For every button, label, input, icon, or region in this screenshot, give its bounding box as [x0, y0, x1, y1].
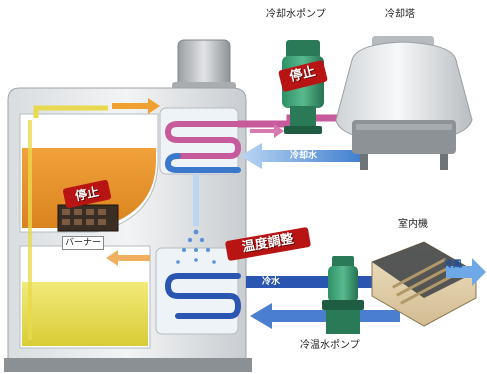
evaporator-coil [164, 273, 242, 319]
vapor-arrow-top [112, 98, 160, 114]
cold-air-arrow [446, 258, 486, 286]
cooling-tower [335, 36, 473, 170]
cool-liquid [22, 282, 148, 346]
cooling-water-flow-label: 冷却水 [290, 151, 318, 161]
cooling-water-return-arrow [240, 143, 362, 169]
vapor-arrow-left [106, 250, 150, 266]
chilled-water-flow-label: 冷水 [262, 277, 281, 287]
indoor-unit [371, 241, 477, 327]
burner [57, 204, 119, 232]
refrigerant-drops [176, 229, 216, 264]
cooling-tower-label: 冷却塔 [385, 9, 415, 20]
chilled-water-supply-arrow [246, 268, 400, 296]
condenser-coil-blue [164, 153, 241, 173]
absorption-chiller-unit [4, 39, 252, 372]
evaporator-box [155, 247, 239, 335]
machine-base [4, 358, 252, 372]
cooling-water-pump-label: 冷却水ポンプ [266, 9, 326, 20]
cold-air-flow-label: 冷風 [444, 260, 463, 270]
chilled-water-loop [246, 268, 400, 329]
chilled-water-pump-label: 冷温水ポンプ [300, 340, 360, 351]
burner-label: バーナー [62, 236, 105, 250]
indoor-unit-label: 室内機 [398, 219, 428, 230]
chilled-water-pump [322, 256, 364, 334]
chilled-water-return-arrow [250, 303, 400, 329]
solution-return-pipe [33, 105, 108, 118]
condenser-coil [164, 121, 242, 159]
cooling-water-supply-arrow [250, 124, 284, 138]
